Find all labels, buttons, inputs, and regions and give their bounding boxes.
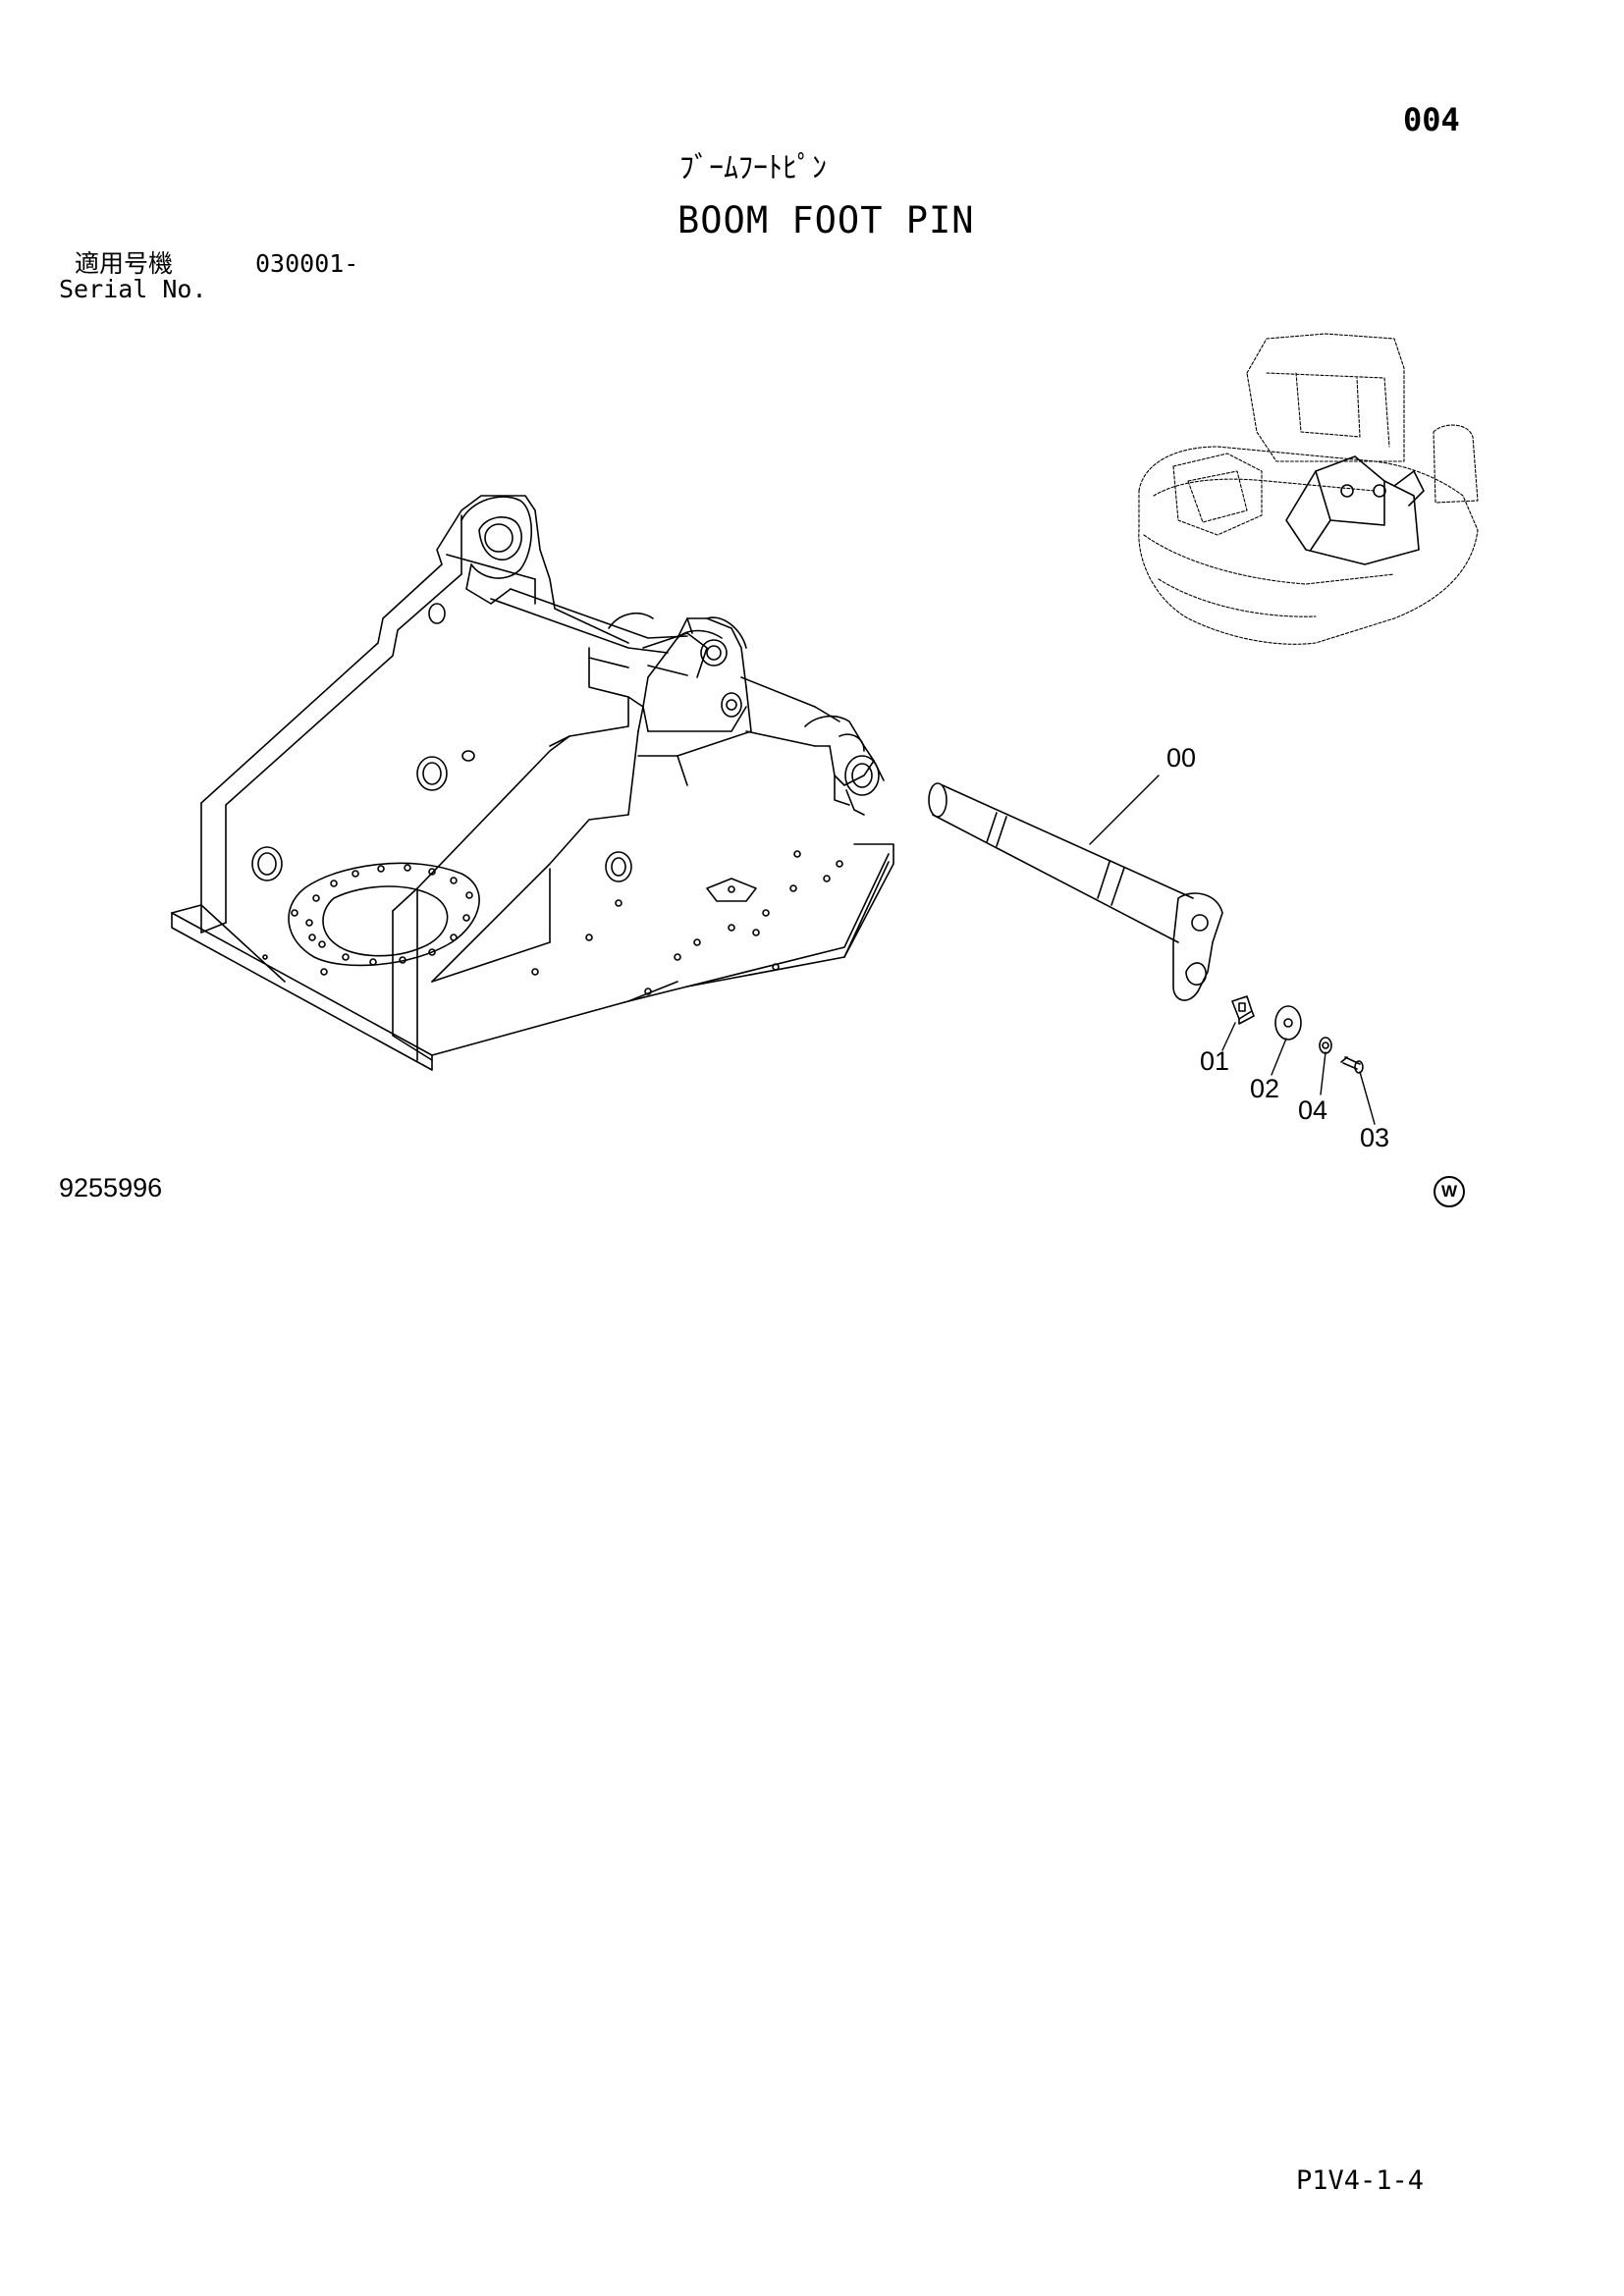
washer-02	[1274, 1005, 1302, 1041]
callout-00: 00	[1166, 743, 1196, 773]
callout-03: 03	[1360, 1123, 1389, 1152]
serial-label-japanese: 適用号機	[75, 249, 174, 278]
bolt-03	[1340, 1056, 1364, 1074]
spacer-01	[1231, 995, 1255, 1025]
serial-label-english: Serial No.	[59, 275, 207, 303]
title-japanese: ﾌﾞｰﾑﾌｰﾄﾋﾟﾝ	[679, 151, 827, 186]
excavator-boom-foot-highlight	[1285, 455, 1425, 565]
serial-number-value: 030001-	[255, 249, 359, 278]
page-title: BOOM FOOT PIN	[677, 199, 975, 241]
callout-04: 04	[1298, 1095, 1327, 1125]
callout-02: 02	[1250, 1074, 1279, 1103]
swing-frame-illustration	[171, 495, 894, 1071]
boom-foot-pin-00	[928, 782, 1223, 1001]
page-number: 004	[1403, 101, 1460, 138]
lock-washer-04	[1319, 1037, 1332, 1054]
callout-01: 01	[1200, 1046, 1229, 1076]
page-code: P1V4-1-4	[1296, 2165, 1425, 2196]
callout-leader-lines	[1089, 774, 1376, 1125]
drawing-number: 9255996	[59, 1173, 163, 1202]
circled-w-logo-icon: W	[1434, 1176, 1465, 1207]
excavator-overview-illustration	[1138, 333, 1479, 645]
